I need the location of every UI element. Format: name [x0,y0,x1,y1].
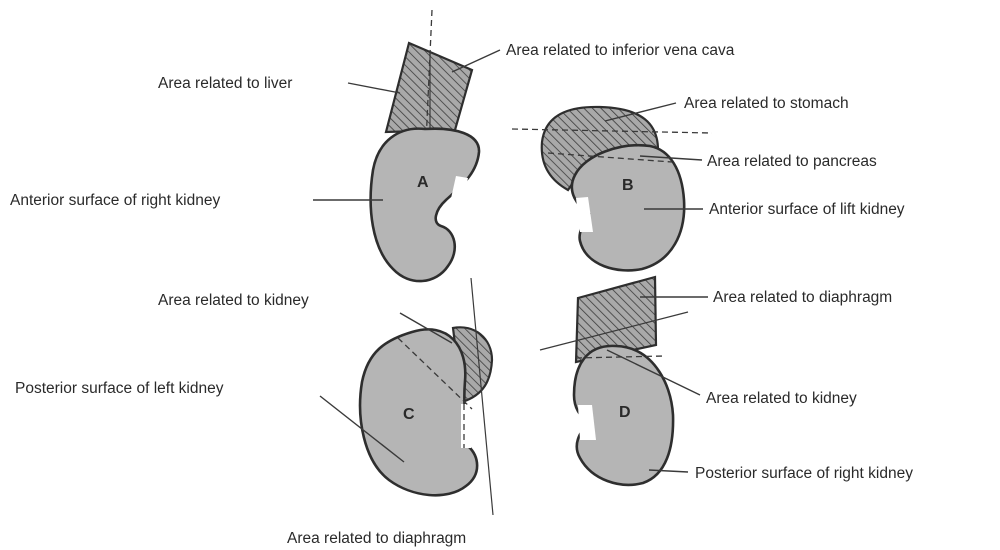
label-kidney-d: Area related to kidney [706,390,857,407]
letter-d: D [619,404,631,421]
figure-b: B Area related to stomach Area related t… [512,95,905,270]
label-diaphragm-c: Area related to diaphragm [287,530,466,547]
label-surface-a: Anterior surface of right kidney [10,192,220,209]
leader-liver-a [348,83,400,93]
label-surface-d: Posterior surface of right kidney [695,465,913,482]
label-surface-b: Anterior surface of lift kidney [709,201,905,218]
kidney-c [360,329,477,495]
letter-a: A [417,174,429,191]
label-pancreas-b: Area related to pancreas [707,153,877,170]
leader-ivc-a [452,50,500,72]
label-diaphragm-d: Area related to diaphragm [713,289,892,306]
letter-c: C [403,406,415,423]
hilum-c [461,404,471,448]
figure-d: D Area related to diaphragm Area related… [540,277,913,485]
kidney-a [371,129,479,281]
label-surface-c: Posterior surface of left kidney [15,380,224,397]
letter-b: B [622,177,634,194]
liver-area-a [386,43,472,132]
figure-c: C Area related to kidney Posterior surfa… [15,278,493,547]
label-kidney-c: Area related to kidney [158,292,309,309]
label-liver-a: Area related to liver [158,75,292,92]
label-stomach-b: Area related to stomach [684,95,849,112]
label-ivc-a: Area related to inferior vena cava [506,42,735,59]
